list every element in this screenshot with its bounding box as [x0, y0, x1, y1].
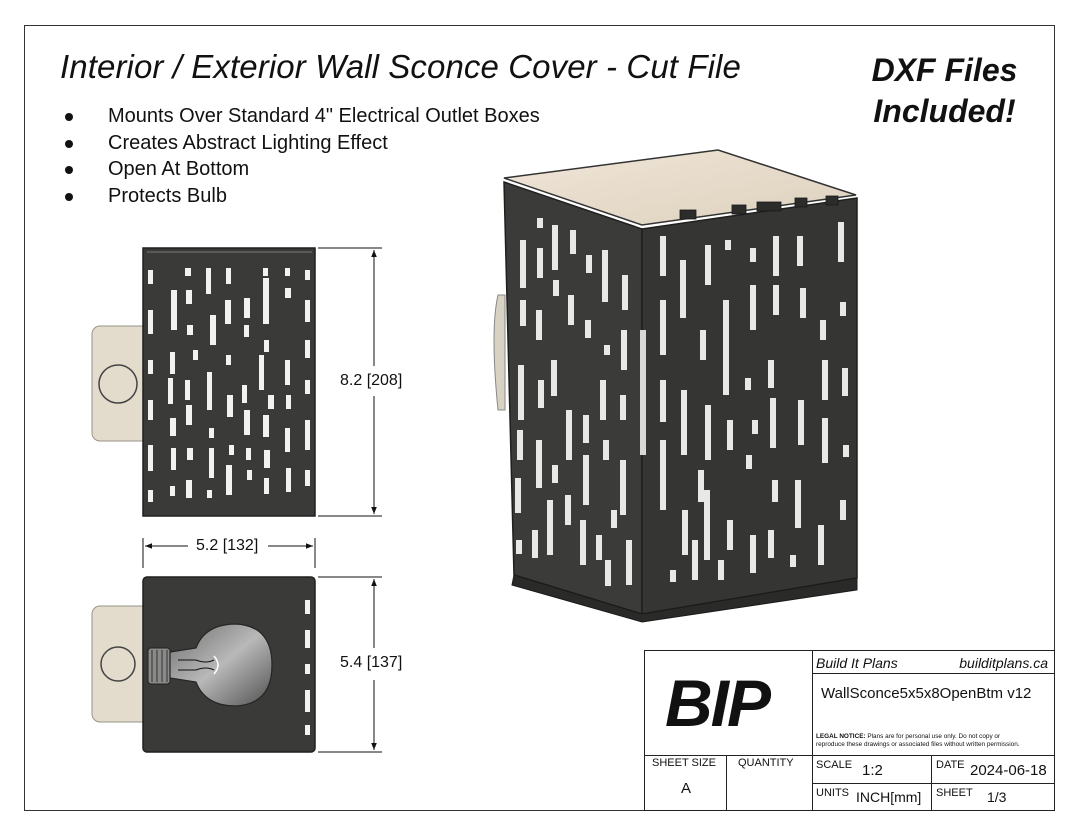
- feature-text: Creates Abstract Lighting Effect: [108, 131, 388, 154]
- website: builditplans.ca: [959, 655, 1048, 671]
- date-value: 2024-06-18: [970, 762, 1047, 779]
- feature-item: Creates Abstract Lighting Effect: [62, 130, 540, 157]
- bulb-icon: [147, 623, 273, 707]
- top-view: [91, 576, 382, 753]
- bullet-icon: [65, 139, 73, 148]
- feature-text: Open At Bottom: [108, 158, 250, 180]
- right-face: [641, 197, 858, 615]
- front-view: [91, 247, 382, 517]
- feature-list: Mounts Over Standard 4" Electrical Outle…: [62, 103, 540, 209]
- title-block: BIP Build It Plans builditplans.ca WallS…: [644, 650, 1055, 811]
- sheet-value: 1/3: [987, 789, 1007, 805]
- knockout-hole: [98, 364, 138, 404]
- iso-view: [493, 149, 858, 623]
- dxf-badge: DXF Files Included!: [842, 50, 1047, 132]
- width-dimension-label: 5.2 [132]: [196, 537, 259, 554]
- width-dimension: [142, 538, 316, 568]
- legal-notice-text-1: Plans are for personal use only. Do not …: [867, 733, 1001, 740]
- drawing-frame: [24, 25, 1055, 811]
- legal-notice: LEGAL NOTICE: Plans are for personal use…: [816, 733, 1054, 749]
- sheet-size-value: A: [681, 780, 692, 797]
- page-title: Interior / Exterior Wall Sconce Cover - …: [60, 48, 741, 85]
- legal-notice-text-2: reproduce these drawings or associated f…: [816, 741, 1020, 748]
- legal-notice-label: LEGAL NOTICE:: [816, 733, 866, 740]
- quantity-label: QUANTITY: [738, 757, 794, 769]
- bullet-icon: [65, 113, 73, 121]
- units-label: UNITS: [816, 787, 849, 799]
- bullet-icon: [65, 192, 73, 201]
- depth-dimension-label: 5.4 [137]: [340, 654, 403, 671]
- feature-item: Open At Bottom: [62, 156, 540, 183]
- right-face-slots: [660, 222, 849, 582]
- sheet-size-label: SHEET SIZE: [652, 757, 716, 769]
- bullet-icon: [65, 166, 73, 174]
- sheet-label: SHEET: [936, 787, 973, 799]
- height-dimension-label: 8.2 [208]: [340, 372, 403, 389]
- cutout-slots: [148, 268, 310, 502]
- scale-value: 1:2: [862, 762, 883, 779]
- left-face-slots: [515, 218, 646, 586]
- drawing-name: WallSconce5x5x8OpenBtm v12: [821, 685, 1032, 702]
- company-name: Build It Plans: [816, 655, 898, 671]
- dxf-badge-line1: DXF Files: [871, 52, 1018, 88]
- dxf-badge-line2: Included!: [873, 93, 1016, 129]
- units-value: INCH[mm]: [856, 789, 922, 805]
- bip-logo: BIP: [665, 666, 771, 740]
- feature-text: Protects Bulb: [108, 184, 227, 207]
- feature-text: Mounts Over Standard 4" Electrical Outle…: [108, 105, 540, 127]
- scale-label: SCALE: [816, 759, 853, 771]
- feature-item: Mounts Over Standard 4" Electrical Outle…: [62, 103, 540, 130]
- feature-item: Protects Bulb: [62, 183, 540, 210]
- date-label: DATE: [936, 759, 965, 771]
